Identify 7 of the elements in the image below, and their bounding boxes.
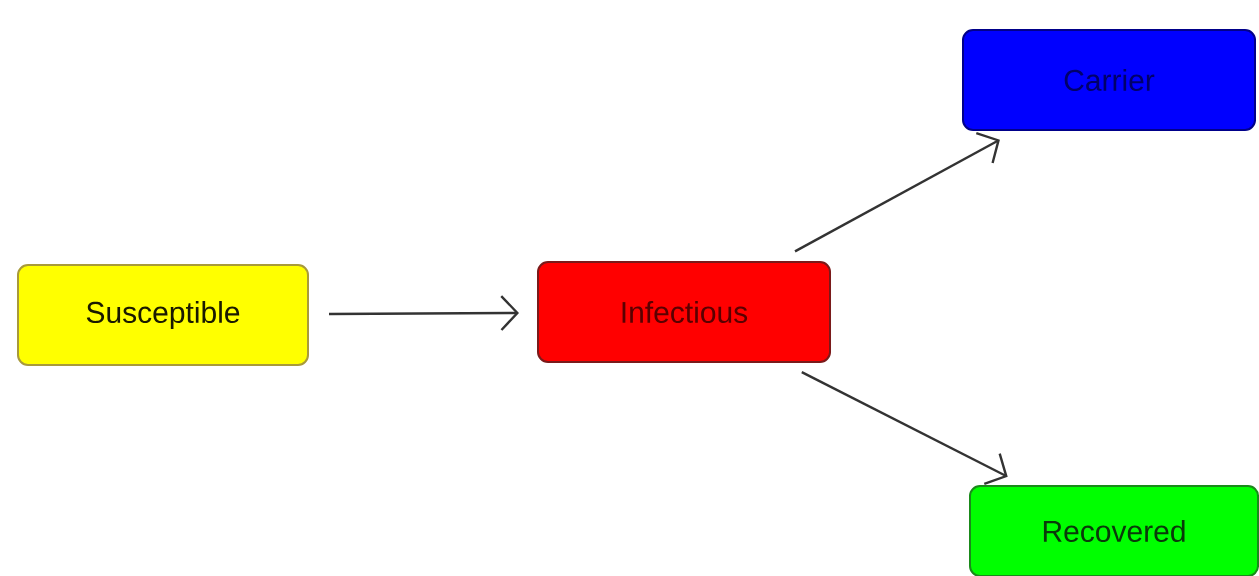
state-box: Recovered [969,485,1259,576]
state-box: Susceptible [17,264,309,366]
arrow [329,295,519,331]
state-box: Carrier [962,29,1256,131]
state-box: Infectious [537,261,831,363]
arrow [794,132,1000,253]
arrow [801,371,1008,486]
